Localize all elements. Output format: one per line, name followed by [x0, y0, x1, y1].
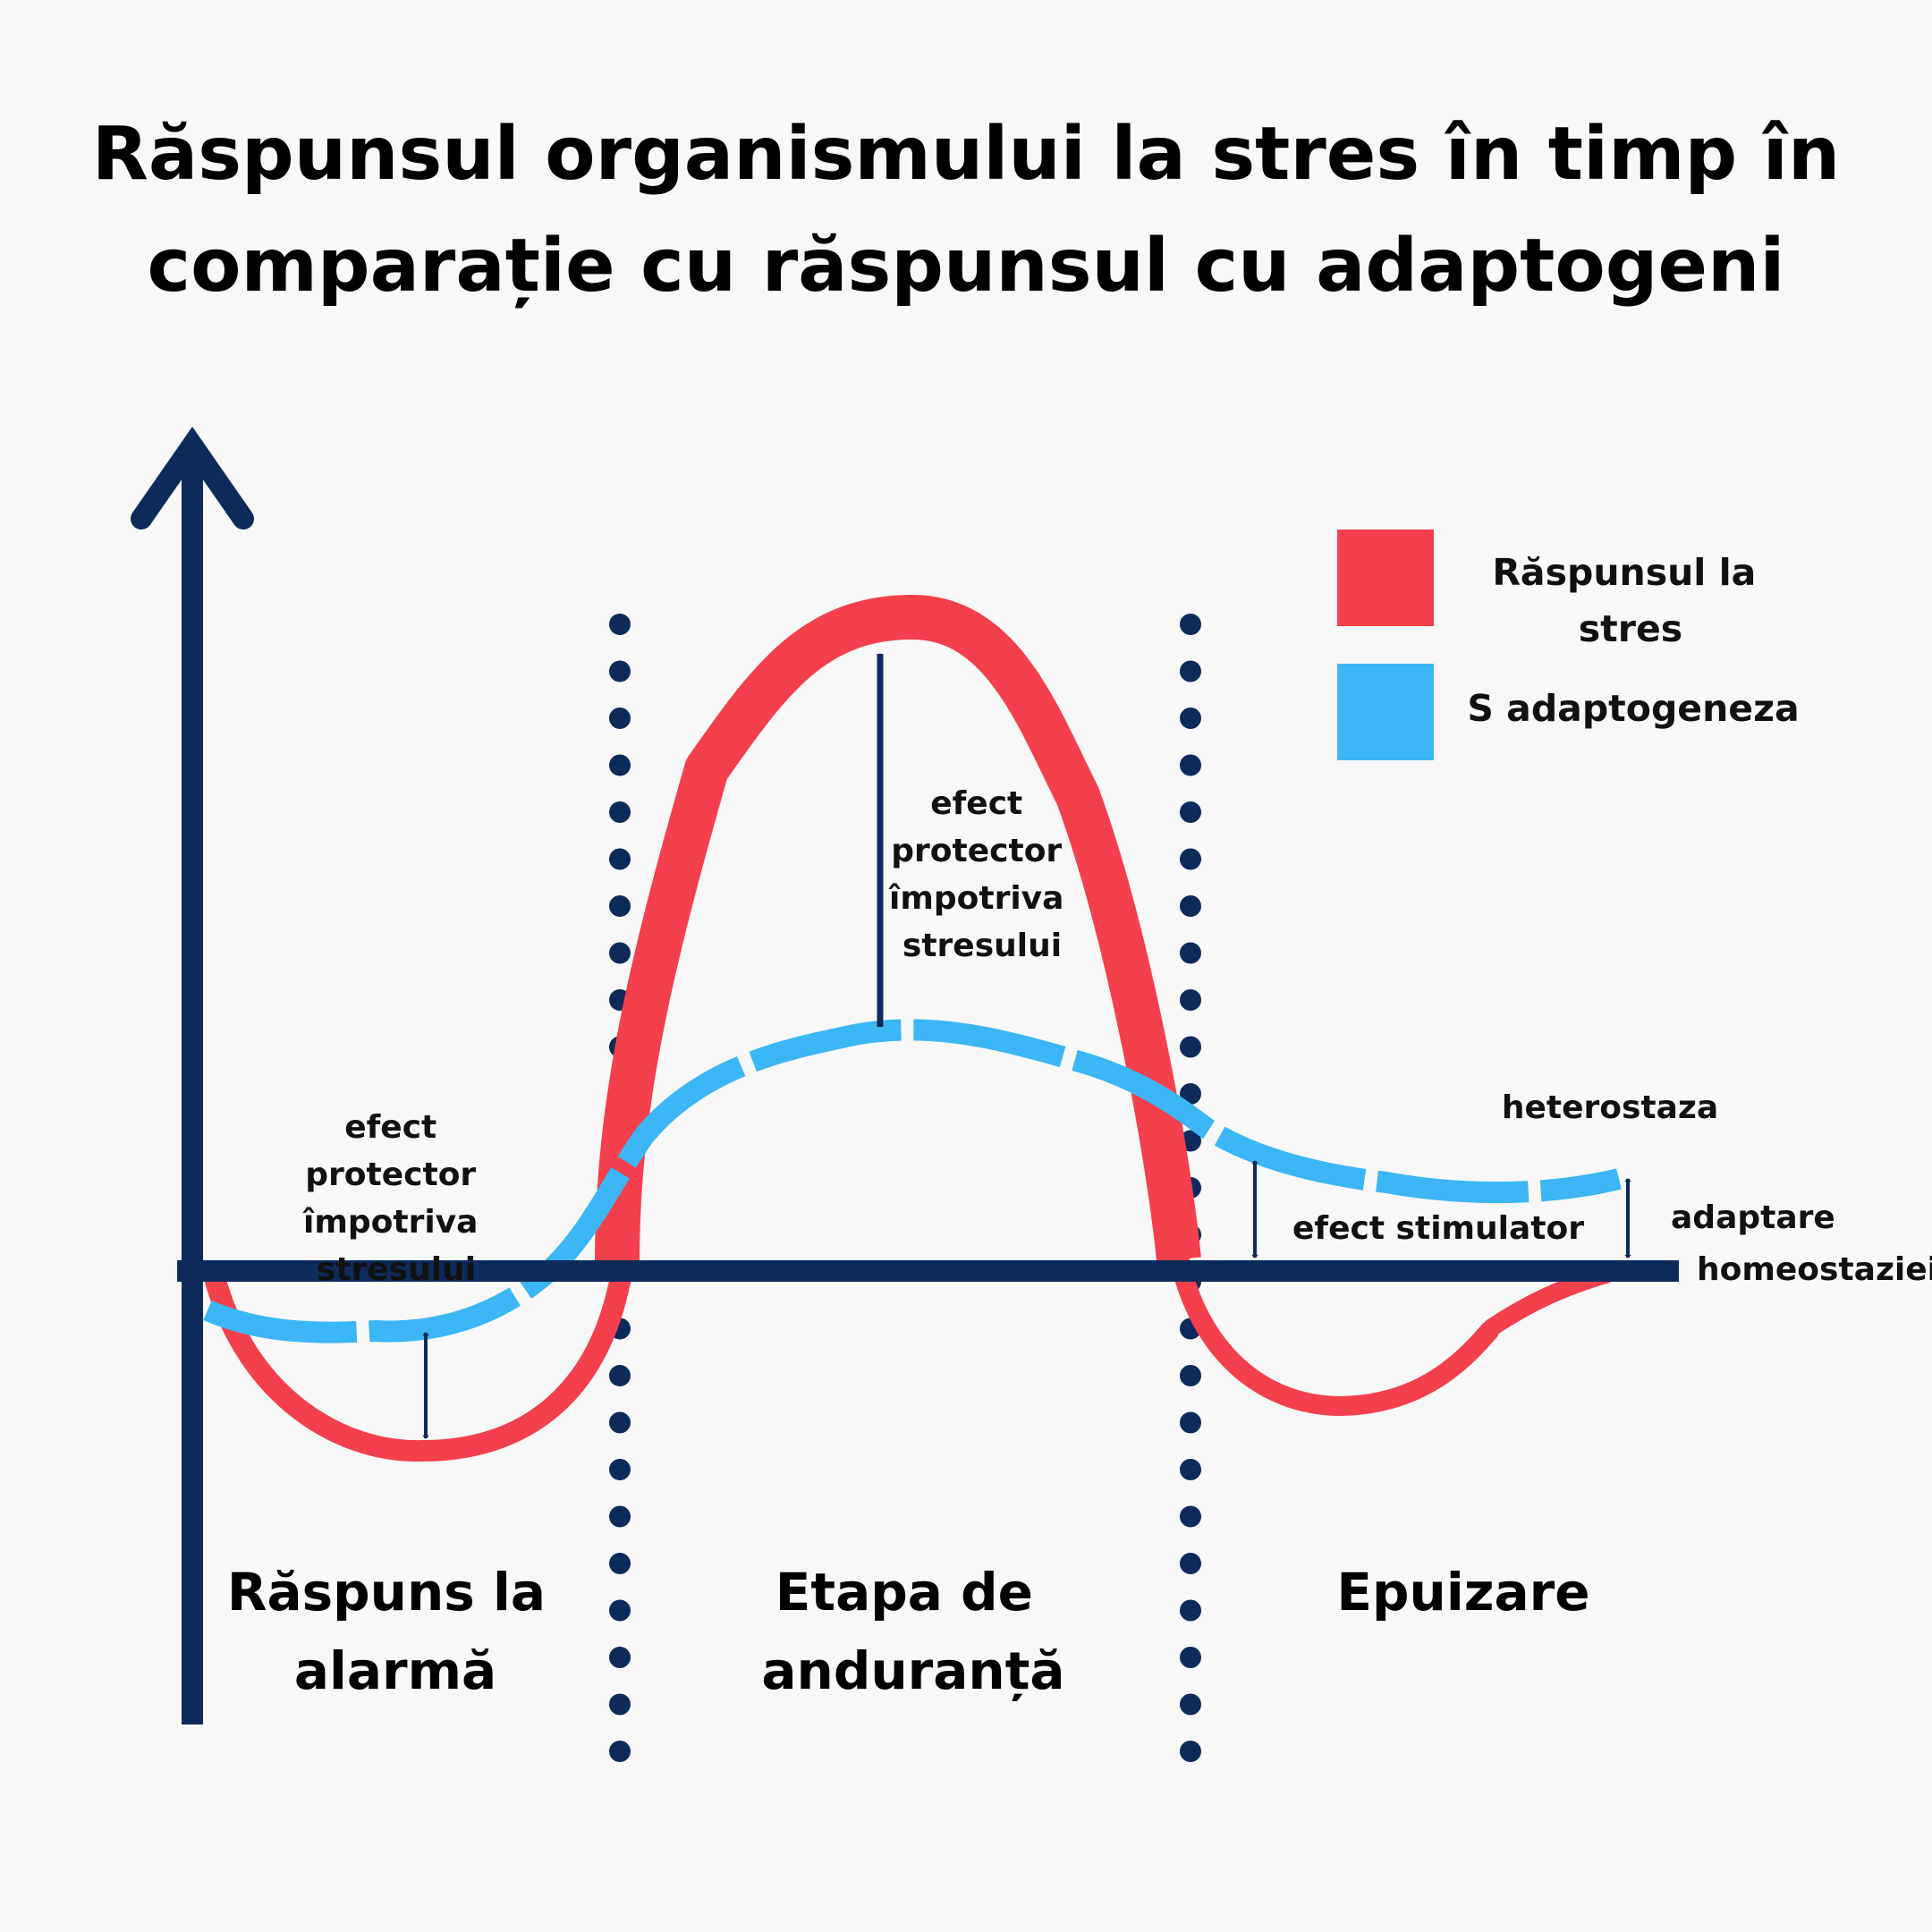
adaptare-label: adaptare homeostaziei — [1671, 1199, 1932, 1288]
stress-curve-right-dip — [1169, 1247, 1499, 1417]
protect-mid-line-4: stresului — [902, 928, 1062, 964]
protect-left-label: efect protector împotriva stresului — [302, 1109, 489, 1288]
legend-label-adapto: S adaptogeneza — [1467, 687, 1799, 730]
title-line-1: Răspunsul organismului la stres în timp … — [92, 112, 1841, 197]
phase-exhaustion-line-1: Epuizare — [1336, 1562, 1589, 1623]
adaptare-line-2: homeostaziei — [1697, 1251, 1932, 1288]
y-axis-arrowhead — [131, 426, 254, 530]
protect-left-line-3: împotriva — [302, 1204, 478, 1241]
stress-curve-peak — [595, 595, 1201, 1262]
protect-left-line-4: stresului — [317, 1251, 476, 1288]
protect-left-line-1: efect — [344, 1109, 436, 1146]
stimulator-label: efect stimulator — [1292, 1210, 1584, 1247]
phase-endurance-line-1: Etapa de — [775, 1562, 1033, 1623]
phase-alarm-line-2: alarmă — [294, 1640, 496, 1701]
legend-stress-line-2: stres — [1579, 607, 1682, 650]
protect-left-line-2: protector — [305, 1157, 476, 1193]
legend-stress-line-1: Răspunsul la — [1492, 551, 1756, 594]
protect-mid-line-3: împotriva — [888, 880, 1063, 917]
protect-mid-line-2: protector — [891, 833, 1062, 869]
phase-endurance-label: Etapa de anduranță — [761, 1562, 1064, 1701]
legend-label-stress: Răspunsul la stres — [1492, 551, 1768, 650]
heterostaza-label: heterostaza — [1502, 1089, 1718, 1126]
protect-mid-label: efect protector împotriva stresului — [888, 785, 1075, 964]
phase-endurance-line-2: anduranță — [761, 1640, 1064, 1701]
title-line-2: comparație cu răspunsul cu adaptogeni — [148, 224, 1785, 309]
adaptare-line-1: adaptare — [1671, 1199, 1835, 1236]
phase-alarm-label: Răspuns la alarmă — [227, 1562, 564, 1701]
protect-mid-line-1: efect — [930, 785, 1022, 822]
legend-swatch-adapto — [1337, 664, 1434, 760]
stress-curve-left-dip — [204, 1250, 634, 1462]
adapto-curve — [203, 1019, 1622, 1343]
stress-curve-recovery — [1483, 1266, 1614, 1336]
legend-swatch-stress — [1337, 530, 1434, 626]
phase-exhaustion-label: Epuizare — [1336, 1562, 1589, 1623]
phase-alarm-line-1: Răspuns la — [227, 1562, 546, 1623]
